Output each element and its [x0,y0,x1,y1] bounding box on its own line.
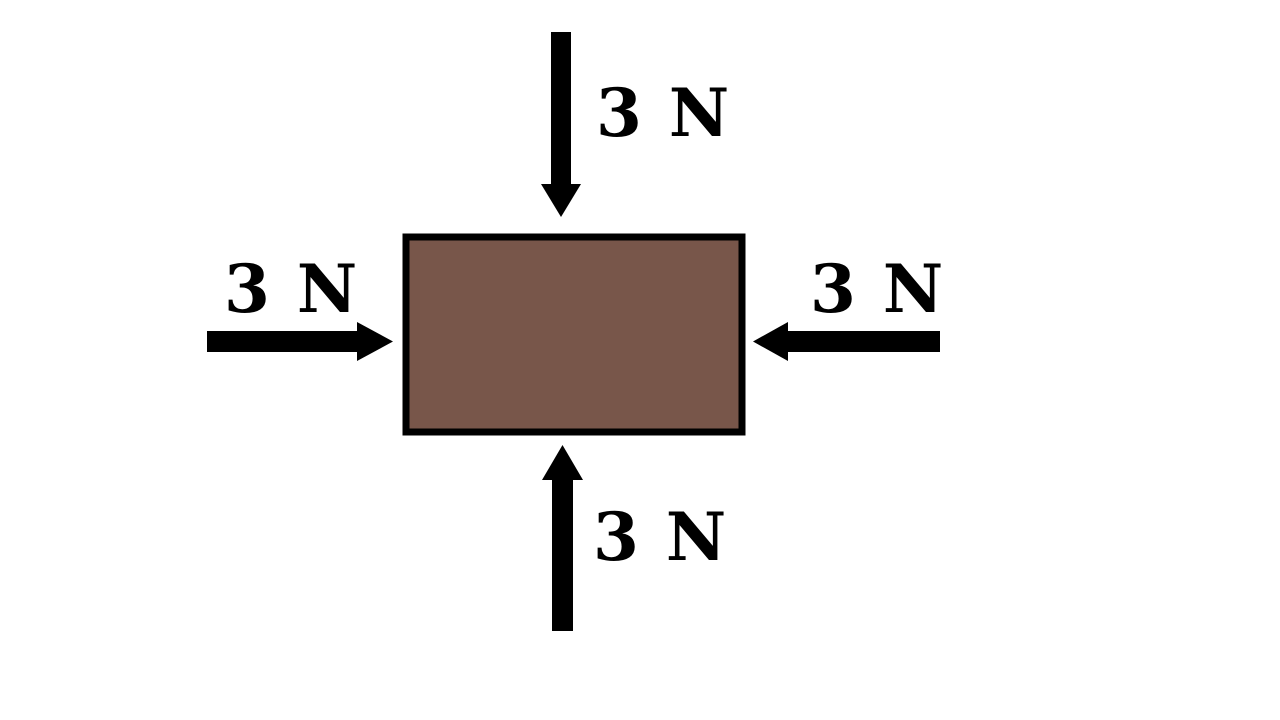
force-arrow-top [541,32,581,217]
force-label-right: 3 N [810,250,946,328]
force-label-bottom: 3 N [593,498,729,576]
force-label-top: 3 N [596,74,732,152]
force-arrow-right [753,322,940,361]
force-arrow-left [207,322,393,361]
force-label-left: 3 N [224,250,360,328]
block [402,233,746,436]
force-arrow-bottom [542,445,583,631]
